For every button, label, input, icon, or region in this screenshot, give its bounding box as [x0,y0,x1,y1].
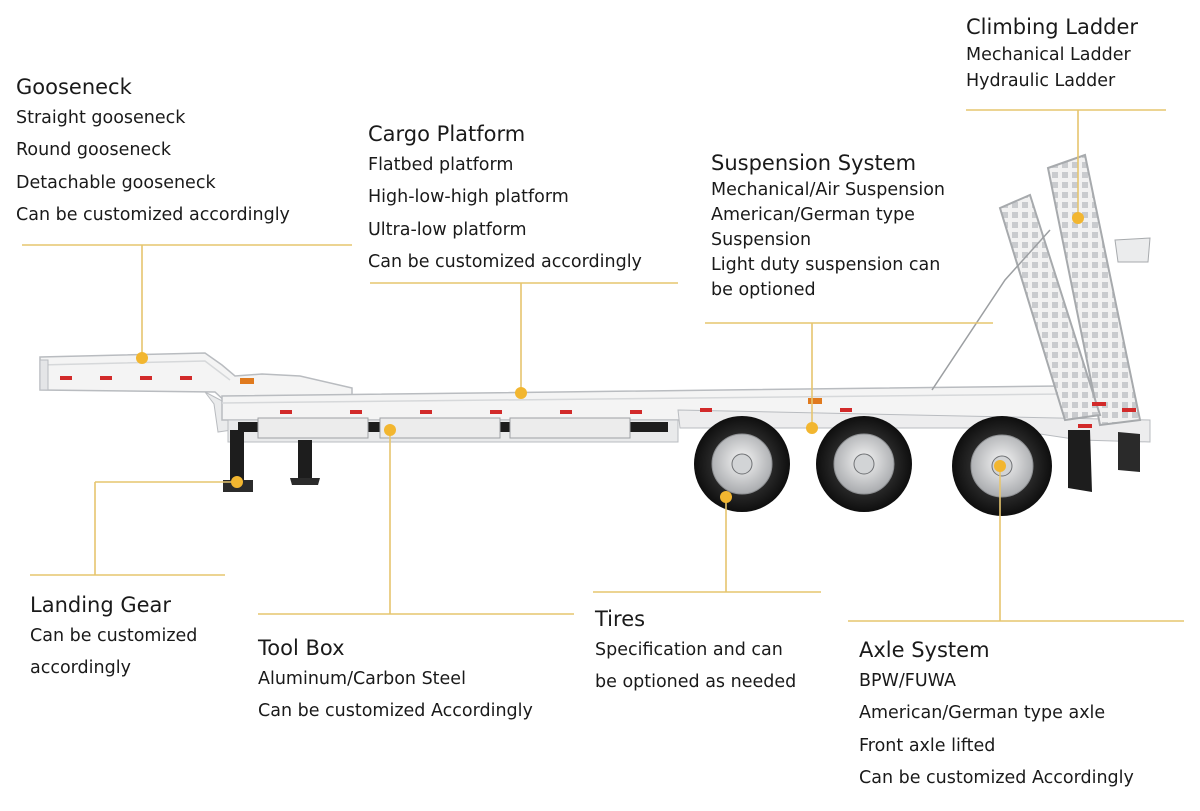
label-suspension-system: Suspension System Mechanical/Air Suspens… [711,148,945,303]
label-tool-box: Tool Box Aluminum/Carbon Steel Can be cu… [258,633,533,727]
landing-gear-legs [223,430,320,492]
label-landing-gear: Landing Gear Can be customized according… [30,590,197,685]
trailer [39,153,1151,516]
label-line: Light duty suspension can [711,255,941,275]
label-climbing-ladder: Climbing Ladder Mechanical Ladder Hydrau… [966,12,1138,94]
label-line: American/German type [711,205,915,225]
label-line: High-low-high platform [368,187,569,208]
tool-box-2 [379,417,501,439]
label-title: Suspension System [711,151,917,175]
dot-gooseneck [136,352,148,364]
dot-cargo-platform [515,387,527,399]
callout-dots [136,212,1084,503]
label-line: Mechanical/Air Suspension [711,180,946,200]
dot-axle-system [994,460,1006,472]
label-line: Can be customized Accordingly [859,768,1134,789]
label-line: Straight gooseneck [16,108,186,128]
ladder-rear [1046,153,1142,427]
label-line: Round gooseneck [16,140,171,161]
label-title: Tires [595,607,646,631]
label-line: American/German type axle [859,703,1106,724]
label-line: Can be customized accordingly [368,252,642,273]
label-title: Axle System [859,638,990,662]
label-axle-system: Axle System BPW/FUWA American/German typ… [859,635,1134,795]
tool-box-1 [257,417,369,439]
label-line: Can be customized [30,626,198,646]
label-line: accordingly [30,658,131,679]
label-title: Tool Box [258,636,345,660]
label-tires: Tires Specification and can be optioned … [595,604,796,699]
label-gooseneck: Gooseneck Straight gooseneck Round goose… [16,72,290,232]
label-title: Gooseneck [16,75,132,99]
reflectors [60,376,1136,428]
label-line: Mechanical Ladder [966,45,1131,65]
dot-tires [720,491,732,503]
label-line: Flatbed platform [368,155,514,175]
label-title: Climbing Ladder [966,15,1139,39]
ladder-front [998,193,1102,422]
dot-suspension [806,422,818,434]
label-line: Suspension [711,230,812,250]
label-line: Can be customized accordingly [16,205,290,226]
label-line: Hydraulic Ladder [966,71,1116,91]
label-line: be optioned [711,280,816,300]
label-line: Detachable gooseneck [16,172,216,193]
mudguard [1068,430,1092,492]
label-cargo-platform: Cargo Platform Flatbed platform High-low… [368,119,642,279]
label-line: Front axle lifted [859,735,996,756]
label-title: Cargo Platform [368,122,526,146]
label-line: BPW/FUWA [859,671,956,691]
leader-lines [22,109,1184,622]
dot-climbing-ladder [1072,212,1084,224]
label-line: Can be customized Accordingly [258,701,533,721]
dot-landing-gear [231,476,243,488]
label-title: Landing Gear [30,593,172,617]
dot-tool-box [384,424,396,436]
label-line: Specification and can [595,640,783,660]
label-line: Aluminum/Carbon Steel [258,669,466,689]
label-line: Ultra-low platform [368,219,527,240]
tool-box-3 [509,417,631,439]
label-line: be optioned as needed [595,672,797,693]
gooseneck-deck [39,352,353,405]
